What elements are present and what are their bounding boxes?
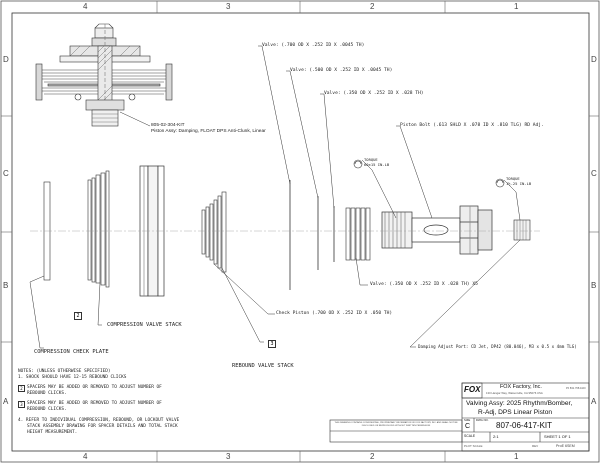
damping-adjust-screw-part bbox=[513, 219, 531, 241]
torque-markers bbox=[353, 159, 505, 188]
company-phone: Ph 831.768.1100 bbox=[566, 387, 586, 390]
piston-bolt-label: Piston Bolt (.613 SHLD X .078 ID X .810 … bbox=[400, 123, 544, 128]
zone-right-b: B bbox=[591, 281, 597, 290]
company-name: FOX Factory, Inc. bbox=[500, 384, 542, 390]
torque-2-value: 1½-25 IN-LB bbox=[506, 181, 532, 186]
zone-left-c: C bbox=[3, 169, 9, 178]
confidential-notice: THIS DRAWING CONTAINS CONFIDENTIAL, PROP… bbox=[334, 422, 458, 427]
torque-1-value: 60±15 IN-LB bbox=[364, 162, 390, 167]
note-3-number: 3 bbox=[18, 401, 25, 408]
valve-label-1: Valve: (.700 OD X .252 ID X .0045 TH) bbox=[262, 43, 365, 48]
sheet-label: SHEET 1 OF 1 bbox=[544, 434, 571, 439]
note-2-line-a: SPACERS MAY BE ADDED OR REMOVED TO ADJUS… bbox=[27, 385, 162, 390]
torque-2-title: TORQUE bbox=[506, 176, 520, 181]
rebound-valve-stack-part bbox=[201, 191, 227, 273]
kit-number-label: 805-02-304-KIT bbox=[151, 123, 185, 128]
size-label: SIZE bbox=[464, 418, 471, 422]
damping-adjust-label: Damping Adjust Port: CD Jet, DP42 (80.04… bbox=[418, 344, 577, 349]
marker-3: 3 bbox=[268, 340, 276, 348]
scale-label: SCALE bbox=[464, 434, 476, 438]
size-value: C bbox=[465, 423, 471, 430]
torque-1-title: TORQUE bbox=[364, 157, 378, 162]
zone-bottom-2: 2 bbox=[370, 452, 375, 461]
zone-top-2: 2 bbox=[370, 2, 375, 11]
check-piston-label: Check Piston (.700 OD X .252 ID X .050 T… bbox=[276, 311, 393, 316]
zone-top-3: 3 bbox=[226, 2, 231, 11]
note-1: 1. SHOCK SHOULD HAVE 12-15 REBOUND CLICK… bbox=[18, 375, 127, 380]
rebound-valve-stack-label: REBOUND VALVE STACK bbox=[232, 363, 294, 369]
valve-label-4: Valve: (.350 OD X .252 ID X .028 TH) X5 bbox=[370, 282, 478, 287]
zone-bottom-1: 1 bbox=[514, 452, 519, 461]
proe-label: ProE 6SEM bbox=[556, 444, 575, 448]
fox-logo: FOX bbox=[464, 385, 481, 394]
piston-bolt-part bbox=[381, 205, 493, 255]
notes-heading: NOTES: (UNLESS OTHERWISE SPECIFIED) bbox=[18, 369, 111, 374]
dwg-number: 807-06-417-KIT bbox=[496, 421, 553, 430]
company-address: 130 Hangar Way, Watsonville, CA 95076 US… bbox=[486, 391, 543, 395]
note-2-number: 2 bbox=[18, 385, 25, 392]
zone-right-a: A bbox=[591, 397, 597, 406]
zone-right-c: C bbox=[591, 169, 597, 178]
zone-top-1: 1 bbox=[514, 2, 519, 11]
note-3-line-b: REBOUND CLICKS. bbox=[27, 407, 67, 412]
compression-check-plate-label: COMPRESSION CHECK PLATE bbox=[34, 349, 109, 355]
note-3-line-a: SPACERS MAY BE ADDED OR REMOVED TO ADJUS… bbox=[27, 401, 162, 406]
note-4-line-b: STACK ASSEMBLY DRAWING FOR SPACER DETAIL… bbox=[27, 424, 178, 429]
zone-left-d: D bbox=[3, 55, 9, 64]
compression-valve-stack-part bbox=[87, 170, 110, 288]
note-4-line-a: 4. REFER TO INDIVIDUAL COMPRESSION, REBO… bbox=[18, 418, 180, 423]
plot-scale-label: PLOT SCALE bbox=[464, 444, 483, 448]
zone-bottom-3: 3 bbox=[226, 452, 231, 461]
zone-right-d: D bbox=[591, 55, 597, 64]
assembly-section-view bbox=[35, 23, 173, 127]
spacer-stack-part bbox=[345, 207, 371, 261]
marker-2: 2 bbox=[74, 312, 82, 320]
drawing-title-line-2: R-Adj, DPS Linear Piston bbox=[478, 409, 553, 416]
leader-lines bbox=[29, 45, 521, 349]
kit-description-label: Piston Assy: Damping, FLOAT DPS Anti-Clu… bbox=[151, 129, 266, 134]
compression-valve-stack-label: COMPRESSION VALVE STACK bbox=[107, 322, 182, 328]
valve-label-2: Valve: (.500 OD X .252 ID X .0045 TH) bbox=[290, 68, 393, 73]
rev-label: REV bbox=[532, 444, 539, 448]
drawing-title-line-1: Valving Assy: 2025 Rhythm/Bomber, bbox=[466, 400, 573, 407]
scale-value: 2:1 bbox=[493, 434, 499, 439]
note-4-line-c: HEIGHT MEASUREMENT. bbox=[27, 430, 78, 435]
zone-left-b: B bbox=[3, 281, 9, 290]
zone-left-a: A bbox=[3, 397, 9, 406]
valve-label-3: Valve: (.350 OD X .252 ID X .028 TH) bbox=[324, 91, 424, 96]
title-block-lines bbox=[329, 382, 590, 452]
valve-plates-part bbox=[289, 180, 335, 290]
note-2-line-b: REBOUND CLICKS. bbox=[27, 391, 67, 396]
dwg-no-label: DWG NO. bbox=[476, 418, 489, 422]
zone-top-4: 4 bbox=[83, 2, 88, 11]
zone-bottom-4: 4 bbox=[83, 452, 88, 461]
